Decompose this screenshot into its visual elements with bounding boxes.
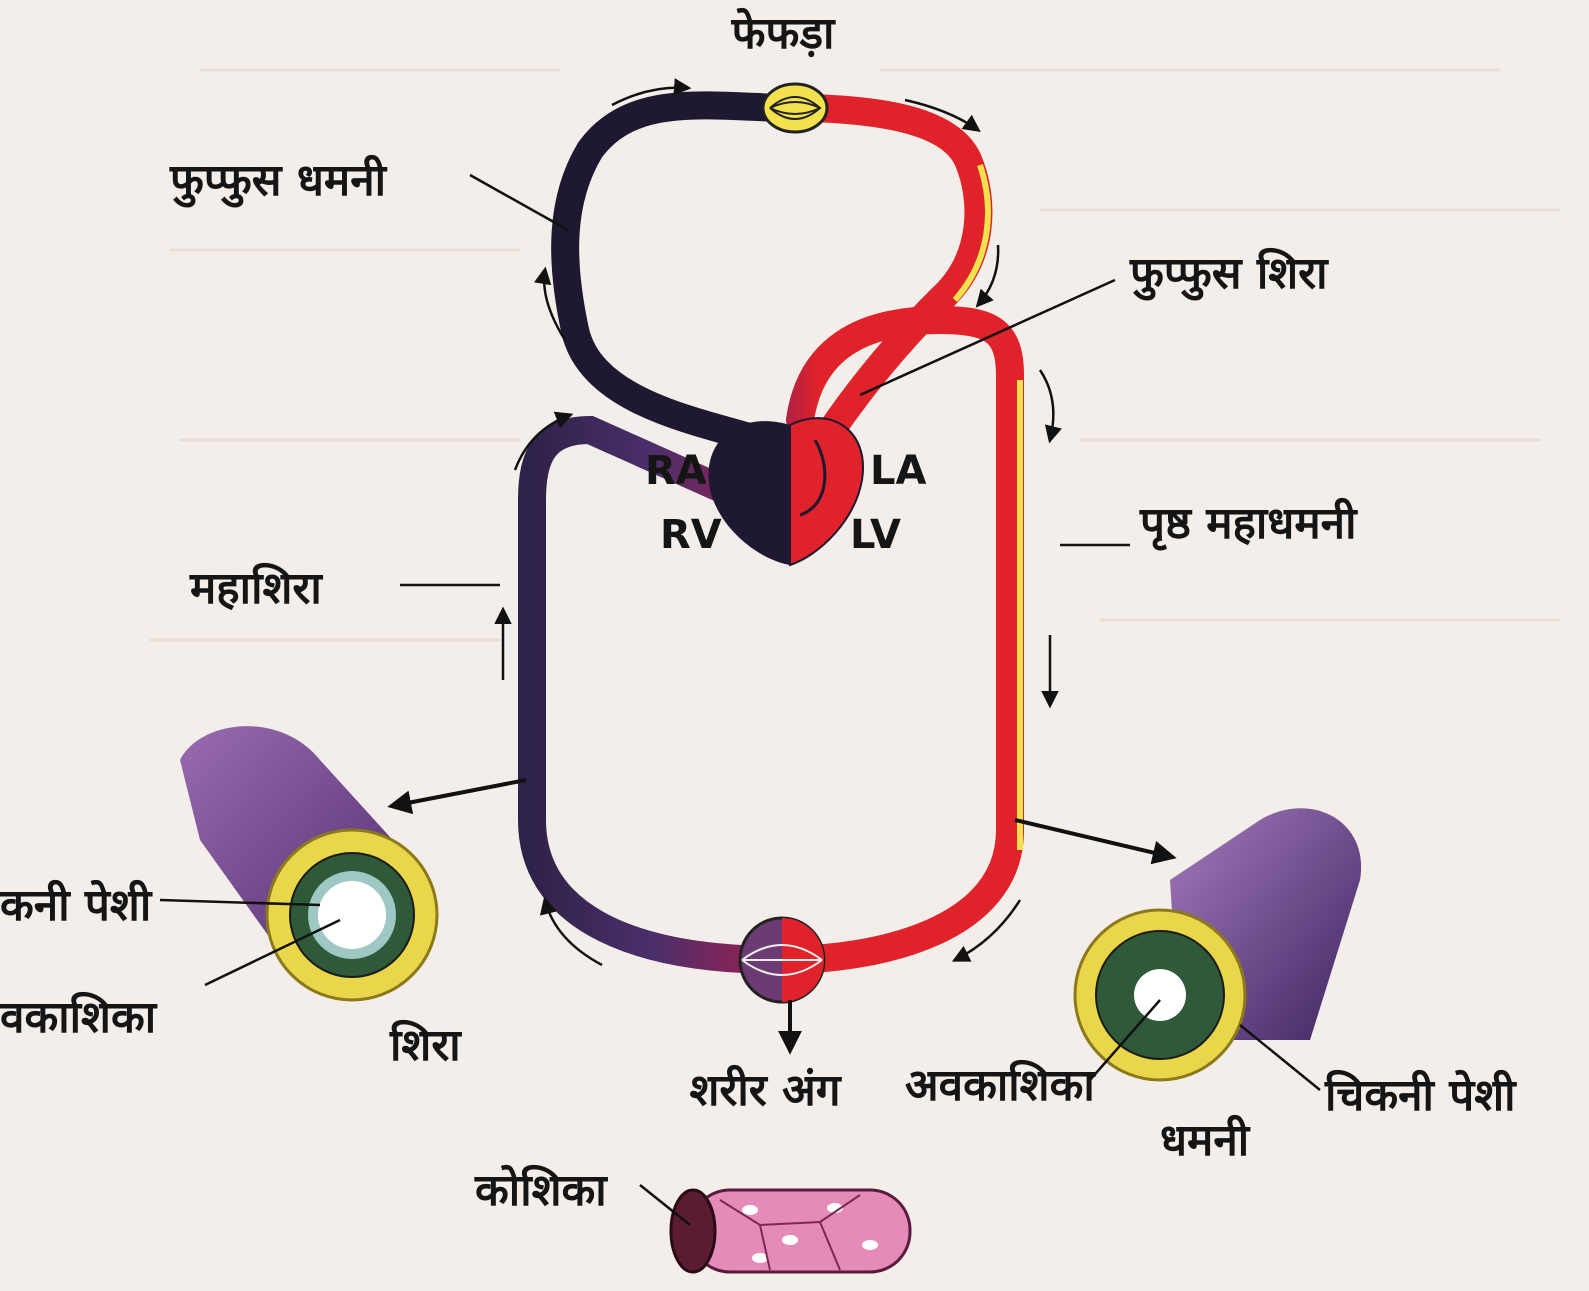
flow-arrows — [392, 88, 1172, 1050]
vein-lumen-label: वकाशिका — [0, 991, 158, 1043]
capillary-tube — [671, 1190, 910, 1272]
lung-capillary-bed — [763, 84, 827, 132]
vein-cross-section — [180, 726, 437, 1000]
pulmonary-circuit — [565, 84, 988, 455]
artery-lumen-label: अवकाशिका — [905, 1059, 1096, 1111]
right-atrium-label: RA — [645, 448, 707, 494]
pulmonary-artery-vessel — [565, 105, 780, 440]
pulmonary-vein-label: फुप्फुस शिरा — [1129, 247, 1329, 301]
artery-label: धमनी — [1160, 1114, 1251, 1166]
right-ventricle-label: RV — [660, 512, 722, 558]
left-ventricle-label: LV — [850, 512, 901, 558]
vein-label: शिरा — [389, 1019, 462, 1071]
heart — [708, 418, 863, 565]
pulmonary-artery-leader — [470, 175, 568, 230]
pulmonary-vein-vessel — [810, 108, 978, 455]
vein-smooth-muscle-label: कनी पेशी — [0, 879, 153, 931]
pulmonary-artery-label: फुप्फुस धमनी — [169, 154, 388, 208]
left-atrium-label: LA — [870, 448, 926, 494]
artery-cross-section — [1075, 808, 1361, 1080]
lungs-label: फेफड़ा — [731, 7, 836, 59]
vena-cava-label: महाशिरा — [189, 562, 323, 614]
systemic-loop-vessel — [532, 320, 1010, 960]
body-capillary-bed — [740, 918, 824, 1002]
artery-smooth-muscle-label: चिकनी पेशी — [1324, 1069, 1517, 1121]
flow-arrow — [1040, 370, 1053, 440]
body-organs-label: शरीर अंग — [689, 1064, 842, 1116]
to-vein-arrow — [392, 780, 526, 806]
to-artery-arrow — [1015, 820, 1172, 857]
dorsal-aorta-label: पृष्ठ महाधमनी — [1139, 497, 1358, 551]
cell-label: कोशिका — [474, 1164, 608, 1216]
systemic-circuit — [532, 320, 1020, 960]
